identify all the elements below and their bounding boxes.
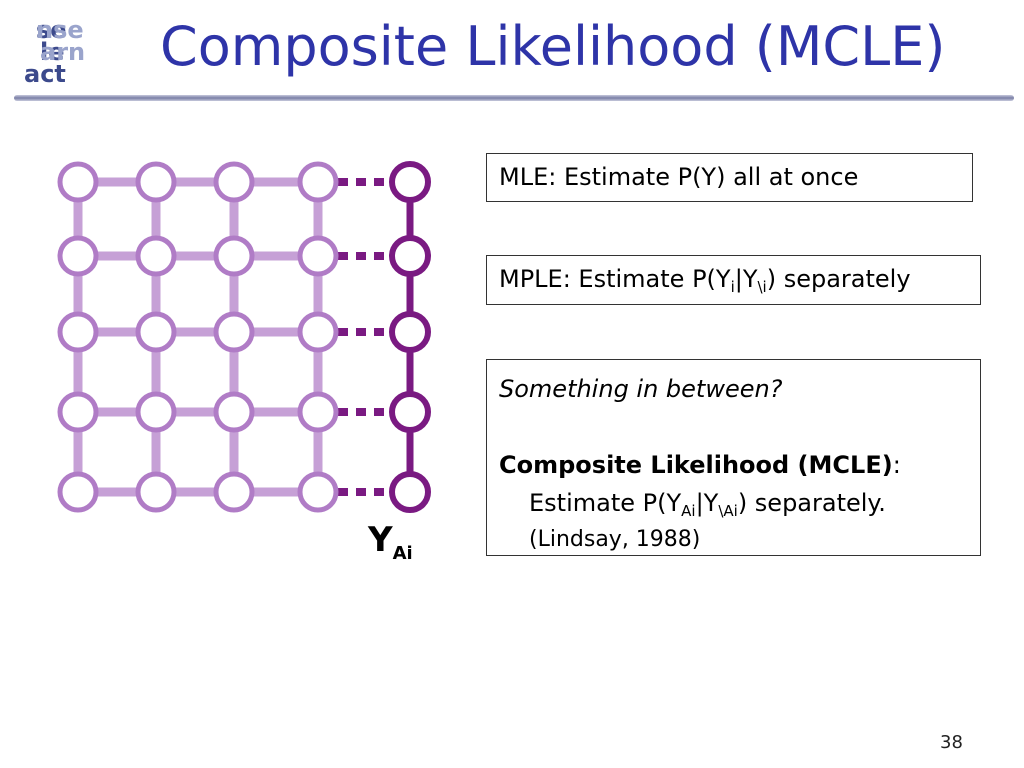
- y-ai-label: YAi: [368, 520, 413, 564]
- grid-node: [135, 471, 177, 513]
- mle-box: MLE: Estimate P(Y) all at once: [486, 153, 973, 202]
- grid-node: [213, 391, 255, 433]
- mcle-heading: Composite Likelihood (MCLE):: [499, 451, 901, 479]
- highlighted-node: [389, 235, 431, 277]
- grid-node: [213, 235, 255, 277]
- grid-node: [297, 391, 339, 433]
- grid-node: [213, 311, 255, 353]
- grid-node: [297, 471, 339, 513]
- grid-node: [57, 311, 99, 353]
- slide-number: 38: [940, 732, 963, 753]
- highlighted-node: [389, 391, 431, 433]
- title-divider: [14, 95, 1014, 101]
- grid-node: [57, 391, 99, 433]
- mple-box: MPLE: Estimate P(Yi|Y\i) separately: [486, 255, 981, 305]
- mcle-box: Something in between? Composite Likeliho…: [486, 359, 981, 556]
- highlighted-node: [389, 311, 431, 353]
- grid-node: [57, 161, 99, 203]
- grid-node: [57, 471, 99, 513]
- mle-text: MLE: Estimate P(Y) all at once: [499, 163, 859, 191]
- grid-node: [135, 311, 177, 353]
- grid-node: [297, 161, 339, 203]
- mcle-estimate: Estimate P(YAi|Y\Ai) separately.: [529, 489, 886, 520]
- grid-node: [135, 235, 177, 277]
- grid-node: [297, 311, 339, 353]
- grid-node: [213, 471, 255, 513]
- grid-node: [135, 391, 177, 433]
- grid-node: [57, 235, 99, 277]
- grid-node: [135, 161, 177, 203]
- grid-node: [213, 161, 255, 203]
- highlighted-node: [389, 471, 431, 513]
- page-title: Composite Likelihood (MCLE): [160, 15, 946, 78]
- between-question: Something in between?: [499, 375, 783, 403]
- grid-node: [297, 235, 339, 277]
- highlighted-node: [389, 161, 431, 203]
- citation: (Lindsay, 1988): [529, 527, 701, 552]
